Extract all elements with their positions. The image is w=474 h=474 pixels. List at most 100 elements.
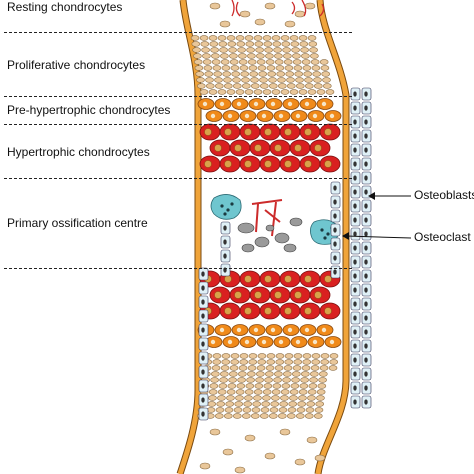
- label-primary-ossification-centre: Primary ossification centre: [7, 216, 148, 230]
- prehypertrophic-nucleus: [236, 101, 242, 107]
- osteoclast-nucleus: [220, 204, 224, 208]
- proliferative-cell: [320, 353, 330, 359]
- proliferative-cell: [285, 71, 295, 77]
- proliferative-cell: [239, 359, 249, 365]
- osteoblast-right-outer2-nucleus: [364, 105, 368, 111]
- proliferative-cell: [313, 413, 323, 419]
- proliferative-cell: [280, 89, 290, 95]
- proliferative-cell: [238, 371, 247, 377]
- proliferative-cell: [277, 83, 287, 89]
- proliferative-cell: [217, 389, 227, 395]
- proliferative-cell: [211, 53, 220, 59]
- proliferative-cell: [256, 59, 266, 65]
- hypertrophic-nucleus: [304, 307, 312, 315]
- hypertrophic-nucleus: [284, 275, 292, 283]
- proliferative-cell: [208, 89, 218, 95]
- bone-debris: [283, 243, 297, 253]
- osteoblast-right-outer2-nucleus: [364, 315, 368, 321]
- proliferative-cell: [241, 413, 251, 419]
- osteoblast-right-outer-nucleus: [353, 371, 357, 377]
- proliferative-cell: [280, 389, 290, 395]
- hypertrophic-nucleus: [264, 307, 272, 315]
- resting-vessel: [231, 0, 325, 17]
- osteoblast-right-inner-nucleus: [333, 269, 337, 275]
- resting-cell: [314, 454, 326, 462]
- prehypertrophic-nucleus: [261, 113, 267, 119]
- osteoclast-nucleus: [320, 228, 324, 232]
- osteoblast-right-outer2-nucleus: [364, 189, 368, 195]
- proliferative-cell: [229, 365, 239, 371]
- proliferative-cell: [209, 383, 219, 389]
- osteoblast-right-inner-nucleus: [333, 213, 337, 219]
- proliferative-cell: [217, 395, 226, 401]
- proliferative-cell: [241, 83, 251, 89]
- proliferative-cell: [307, 395, 316, 401]
- proliferative-cell: [262, 35, 272, 41]
- osteoblast-right-outer2-nucleus: [364, 147, 368, 153]
- hypertrophic-nucleus: [264, 275, 272, 283]
- proliferative-cell: [248, 353, 258, 359]
- proliferative-cell: [293, 65, 303, 71]
- proliferative-cell: [301, 365, 311, 371]
- proliferative-cell: [193, 59, 203, 65]
- proliferative-cell: [301, 53, 310, 59]
- hypertrophic-nucleus: [304, 275, 312, 283]
- proliferative-cell: [229, 371, 238, 377]
- proliferative-cell: [211, 365, 221, 371]
- prehypertrophic-nucleus: [270, 327, 276, 333]
- proliferative-cell: [250, 77, 259, 83]
- resting-cell: [306, 436, 318, 444]
- proliferative-cell: [220, 371, 229, 377]
- osteoblast-right-inner-nucleus: [333, 255, 337, 261]
- proliferative-cell: [314, 407, 324, 413]
- proliferative-cell: [284, 353, 294, 359]
- prehypertrophic-nucleus: [210, 339, 216, 345]
- prehypertrophic-nucleus: [304, 101, 310, 107]
- proliferative-cell: [225, 401, 235, 407]
- proliferative-cell: [282, 47, 291, 53]
- proliferative-cell: [311, 359, 321, 365]
- resting-cell: [222, 448, 234, 456]
- hypertrophic-nucleus: [244, 128, 252, 136]
- proliferative-cell: [286, 83, 296, 89]
- proliferative-cell: [219, 47, 228, 53]
- proliferative-cell: [247, 53, 256, 59]
- proliferative-cell: [271, 35, 281, 41]
- resting-cell: [284, 20, 296, 28]
- prehypertrophic-nucleus: [329, 339, 335, 345]
- proliferative-cell: [288, 401, 298, 407]
- proliferative-cell: [290, 383, 300, 389]
- proliferative-cell: [265, 53, 274, 59]
- prehypertrophic-nucleus: [304, 327, 310, 333]
- proliferative-cell: [235, 89, 245, 95]
- proliferative-cell: [313, 77, 322, 83]
- osteoblast-right-outer2-nucleus: [364, 273, 368, 279]
- proliferative-cell: [283, 59, 293, 65]
- hypertrophic-nucleus: [254, 144, 262, 152]
- proliferative-cell: [237, 377, 246, 383]
- osteoblast-right-inner-nucleus: [333, 241, 337, 247]
- osteoblast-right-outer2-nucleus: [364, 287, 368, 293]
- proliferative-cell: [261, 401, 271, 407]
- proliferative-cell: [291, 47, 300, 53]
- label-osteoblasts: Osteoblasts: [414, 188, 474, 202]
- proliferative-cell: [260, 407, 270, 413]
- resting-cell: [279, 428, 291, 436]
- proliferative-cell: [216, 401, 226, 407]
- prehypertrophic-nucleus: [278, 113, 284, 119]
- prehypertrophic-nucleus: [287, 327, 293, 333]
- osteoblast-right-outer2-nucleus: [364, 329, 368, 335]
- osteoblast-right-outer-nucleus: [353, 133, 357, 139]
- proliferative-cell: [313, 83, 323, 89]
- proliferative-cell: [236, 383, 246, 389]
- proliferative-cell: [244, 35, 254, 41]
- proliferative-cell: [308, 383, 318, 389]
- osteoblast-right-outer-nucleus: [353, 119, 357, 125]
- hypertrophic-nucleus: [284, 128, 292, 136]
- proliferative-cell: [271, 395, 280, 401]
- proliferative-cell: [281, 41, 291, 47]
- proliferative-cell: [244, 389, 254, 395]
- osteoblast-right-outer-nucleus: [353, 315, 357, 321]
- proliferative-cell: [224, 407, 234, 413]
